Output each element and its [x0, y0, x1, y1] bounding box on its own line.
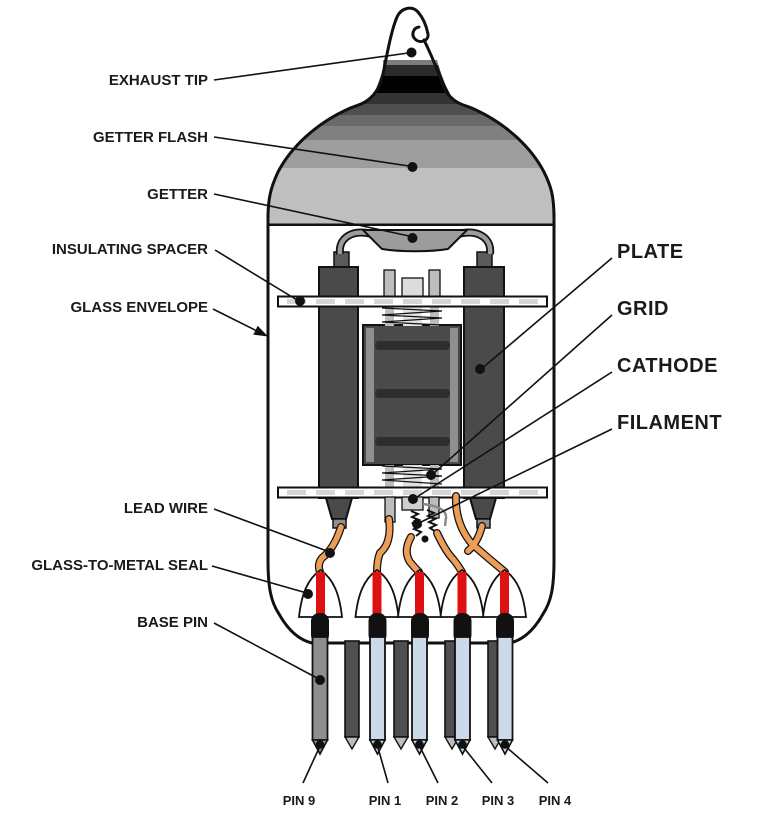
pin-2 [411, 636, 428, 741]
label-pin-3: PIN 3 [481, 793, 515, 808]
label-getter-flash: GETTER FLASH [93, 129, 208, 146]
leader-dots [253, 47, 485, 685]
filament-coil [425, 509, 439, 533]
leader-lines [211, 52, 613, 784]
pin-1 [369, 636, 386, 741]
lead-wires [314, 492, 509, 576]
grid-winding-bottom [381, 465, 443, 485]
getter-flash-bands [268, 60, 554, 226]
label-lead-wire: LEAD WIRE [123, 500, 208, 517]
label-pin-2: PIN 2 [425, 793, 459, 808]
label-glass-envelope: GLASS ENVELOPE [70, 299, 208, 316]
label-getter: GETTER [147, 186, 208, 203]
label-grid: GRID [617, 298, 669, 320]
glass-envelope-outline [266, 6, 556, 645]
label-plate: PLATE [617, 241, 684, 263]
glass-envelope-arrowhead [253, 325, 268, 337]
label-cathode: CATHODE [617, 355, 718, 377]
label-filament: FILAMENT [617, 412, 723, 434]
pin-caps [311, 613, 514, 643]
label-base-pin: BASE PIN [137, 614, 208, 631]
label-insulating-spacer: INSULATING SPACER [51, 241, 208, 258]
label-pin-1: PIN 1 [368, 793, 402, 808]
label-exhaust-tip: EXHAUST TIP [108, 72, 208, 89]
pin-3 [454, 636, 471, 741]
label-glass-to-metal-seal: GLASS-TO-METAL SEAL [31, 557, 208, 574]
seal-wires [316, 572, 509, 626]
label-pin-9: PIN 9 [282, 793, 316, 808]
pin-4 [496, 636, 514, 741]
pin-9 [311, 636, 329, 741]
label-pin-4: PIN 4 [538, 793, 572, 808]
base-pins-front-row [311, 636, 514, 756]
grid-winding-top [381, 307, 443, 326]
